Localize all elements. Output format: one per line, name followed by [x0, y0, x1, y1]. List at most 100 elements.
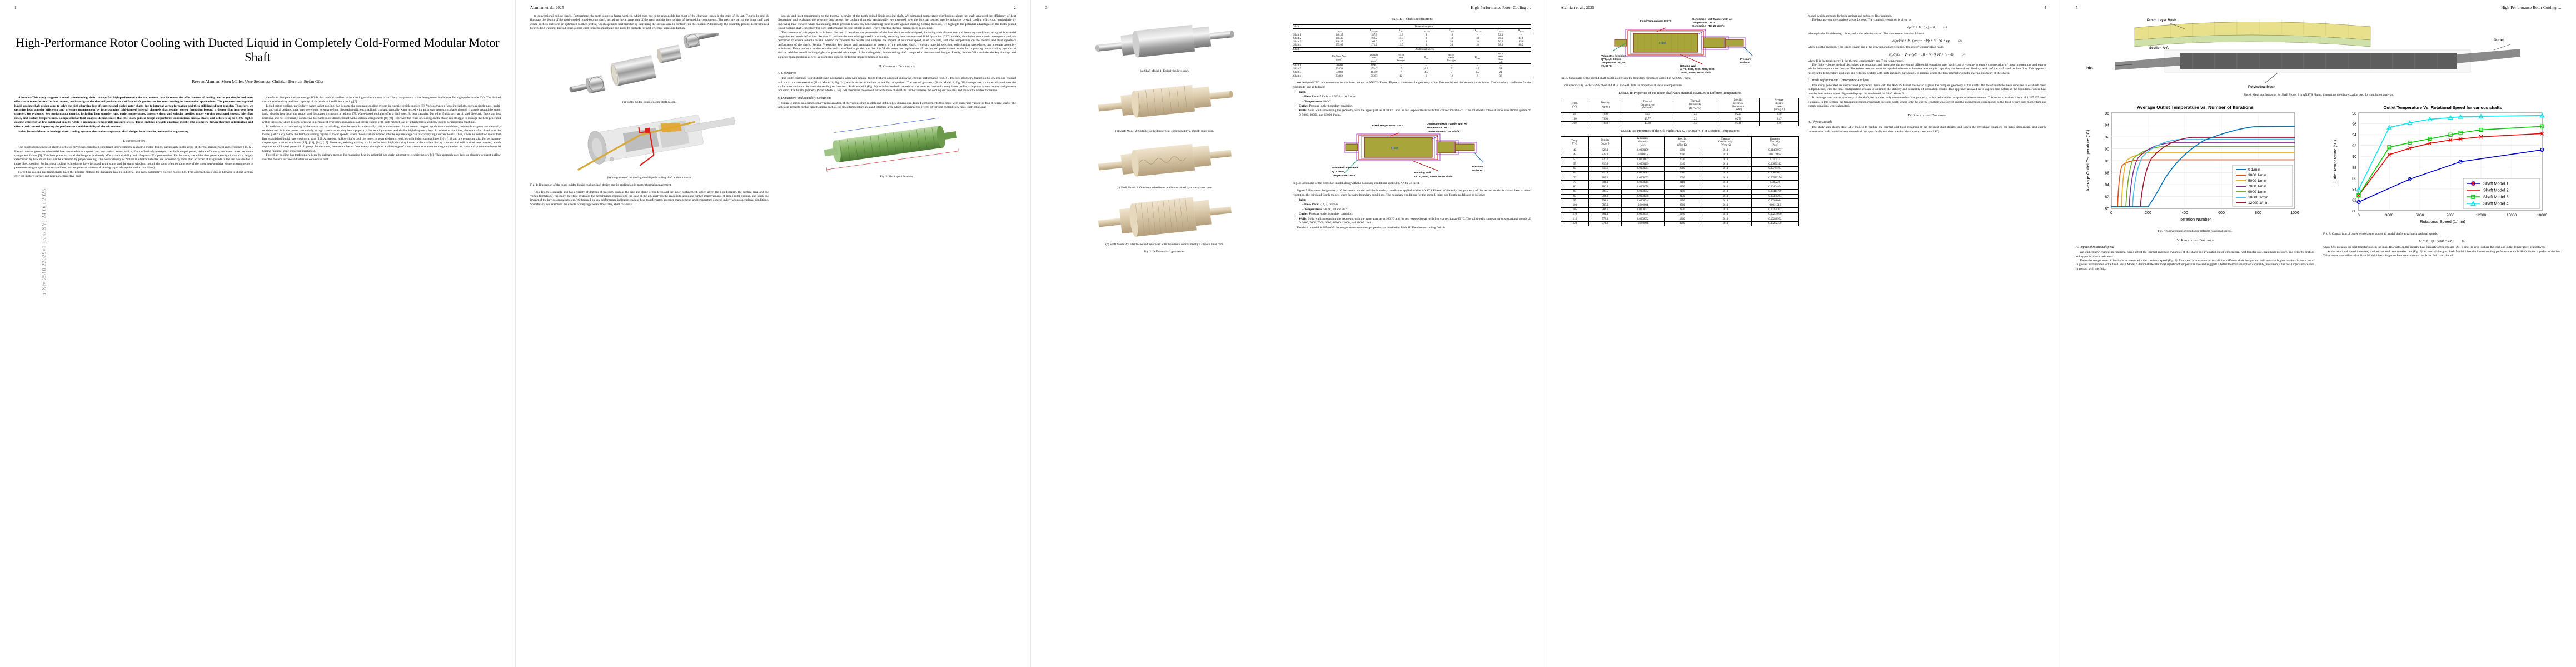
t3-cell: 0.14	[1699, 189, 1752, 195]
bc1-walls: Walls: Solid wall surrounding the geomet…	[1299, 109, 1531, 117]
fig6-poly-label: Polyhedral Mesh	[2248, 85, 2275, 89]
page-3-runhead: High-Performance Rotor Cooling …	[1471, 6, 1531, 10]
page-2-col-left: to conventional hollow shafts. Furthermo…	[530, 14, 769, 207]
t3-col-1: Density(kg/m3)	[1588, 136, 1622, 149]
t1-cell: 45.6	[1518, 41, 1524, 44]
page-5-header: 5 High-Performance Rotor Cooling …	[2076, 6, 2562, 12]
svg-text:9000: 9000	[2446, 213, 2454, 217]
t3-cell: 2220	[1664, 207, 1700, 213]
page-3[interactable]: 3 High-Performance Rotor Cooling …	[1030, 0, 1546, 667]
equation-3-number: (3)	[1962, 53, 1966, 56]
t1-col-7: DInner	[1518, 29, 1524, 33]
fig6-prism-label: Prism Layer Mesh	[2147, 18, 2176, 22]
bc2-outlet-label: Outlet:	[1299, 212, 1308, 216]
figure-1b-caption: (b) Integration of the tooth-guided liqu…	[607, 176, 692, 180]
t3-cell: 2150	[1664, 189, 1700, 195]
t3-cell: 0.0000048	[1621, 193, 1665, 199]
t2-cell: 100	[1561, 116, 1588, 122]
p2-para-6: Figure 3 serves as a dimensionary repres…	[778, 101, 1016, 109]
intro-para-2: Forced air cooling has traditionally bee…	[14, 170, 253, 178]
page-1[interactable]: arXiv:2510.22029v1 [eess.SY] 24 Oct 2025…	[0, 0, 515, 667]
t3-cell: 0.00248992	[1751, 216, 1800, 222]
p4-para-5: where p is the pressure, τ the stress te…	[1808, 46, 1944, 49]
fig8-series-model-2	[2358, 133, 2542, 196]
fig8-outlet-temp-chart: Outlet Temperature Vs. Rotational Speed …	[2333, 105, 2547, 224]
t2-cell: 0.47	[1759, 116, 1799, 122]
bc2-flow-label: Flow Rate:	[1304, 203, 1319, 207]
t3-cell: 2260	[1664, 216, 1700, 222]
t1b-row-label: Shaft 3	[1293, 71, 1301, 74]
svg-text:96: 96	[2352, 123, 2356, 127]
page-5-runhead: High-Performance Rotor Cooling …	[2501, 6, 2562, 10]
bc2-temp-value: 50, 60, 70 and 80 °C.	[1323, 207, 1350, 211]
fig7-legend-6: 12000 1/min	[2248, 201, 2269, 205]
page-4[interactable]: Alamian et al., 2025 4 Fixed Temperature…	[1546, 0, 2061, 667]
t1-row-label: Shaft 4	[1293, 44, 1301, 47]
figure-3	[778, 112, 1016, 173]
section-results: IV. Results and Discussion	[1907, 113, 1947, 118]
t3-cell: 0.00348084	[1751, 198, 1800, 204]
fig5-pressure-label-2: outlet BC	[1740, 61, 1752, 64]
page-3-number: 3	[1045, 6, 1048, 10]
fig4-pressure-label-1: Pressure	[1472, 165, 1483, 168]
t1b-cell: –	[1400, 64, 1402, 67]
t1b-col-5: DPout	[1474, 56, 1481, 60]
page-5[interactable]: 5 High-Performance Rotor Cooling … Prism…	[2061, 0, 2576, 667]
svg-text:82: 82	[2105, 196, 2109, 200]
table-1-caption: TABLE I: Shaft Specifications	[1391, 18, 1433, 21]
fig7-series-7000	[2111, 142, 2295, 207]
fig7-series-12000	[2111, 137, 2295, 207]
fig5-fluid-label: Fluid	[1659, 42, 1666, 45]
svg-text:92: 92	[2105, 136, 2109, 140]
t3-cell: 2060	[1664, 166, 1700, 172]
figure-1a	[530, 33, 769, 99]
fig8-series-model-1	[2358, 149, 2542, 203]
fig7-legend-0: 0 1/min	[2248, 168, 2260, 172]
p4-para-9: To leverage the circular symmetry of the…	[1808, 96, 2046, 108]
t3-cell: 0.14	[1699, 152, 1752, 158]
t3-cell: 110	[1561, 212, 1589, 217]
shaft-model-3-render	[1098, 143, 1232, 177]
p2-para-5: The study examines four distinct shaft g…	[778, 77, 1016, 93]
figure-5-caption: Fig. 5: Schematic of the second shaft mo…	[1561, 77, 1691, 80]
page-2[interactable]: Alamian et al., 2025 2 to conventional h…	[515, 0, 1030, 667]
t1b-row-label: Shaft 1	[1293, 64, 1301, 67]
t3-cell: 816.8	[1588, 162, 1622, 167]
figure-1-caption: Fig. 1: Illustration of the tooth-guided…	[530, 183, 672, 187]
t3-cell: 0.14	[1699, 212, 1752, 217]
equation-2-number: (2)	[1958, 39, 1962, 43]
fig7-legend-3: 7000 1/min	[2248, 185, 2266, 188]
svg-text:6000: 6000	[2415, 213, 2424, 217]
t3-cell: 0.000004	[1621, 203, 1665, 208]
fig5-rot-label-2: ω = 0, 3000, 5000, 7000, 9000,	[1680, 68, 1715, 71]
bc2-outlet-value: Pressure outlet boundary condition.	[1309, 212, 1353, 216]
t3-cell: 0.00764784	[1751, 166, 1800, 172]
page-2-col-right: speeds, and inlet temperatures on the th…	[778, 14, 1016, 207]
page-5-columns: Average Outlet Temperature vs. Number of…	[2076, 101, 2562, 271]
fig4-shaft-body: Fluid	[1344, 133, 1477, 161]
t1-row-label: Shaft 2	[1293, 37, 1301, 41]
t1-cell: 9	[1425, 41, 1427, 44]
t3-cell: 0.14	[1699, 148, 1752, 153]
t1-col-0: LTotal	[1336, 29, 1342, 33]
t1-cell: 98.0	[1498, 44, 1503, 47]
p3-para-3: The shaft material is 20MnCr5. Its tempe…	[1297, 226, 1446, 230]
page-2-columns: to conventional hollow shafts. Furthermo…	[530, 14, 1016, 207]
t3-cell: 800.8	[1588, 185, 1622, 190]
fig8-legend-1: Shaft Model 2	[2483, 188, 2509, 193]
t3-cell: 0.0000179	[1621, 148, 1665, 153]
equation-4-body: Q = ṁ · cp · (Tout − Tin),	[2419, 239, 2454, 243]
t3-cell: 95	[1561, 198, 1589, 204]
t1b-cell: 90393	[1371, 74, 1378, 78]
t3-cell: 0.0000058	[1621, 185, 1665, 190]
t1b-cell: 63882	[1336, 74, 1343, 78]
t3-cell: 0.010414	[1751, 157, 1800, 163]
